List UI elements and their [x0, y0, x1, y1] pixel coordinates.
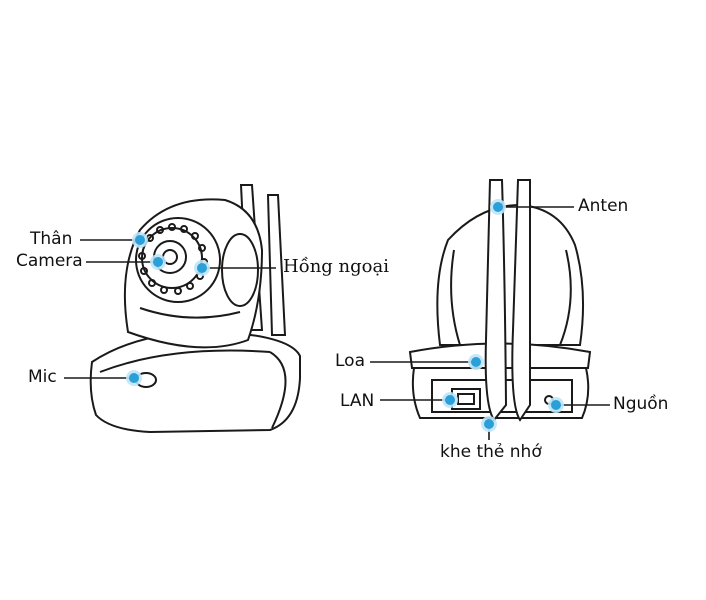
label-nguon: Nguồn	[613, 394, 669, 414]
marker-than	[135, 235, 145, 245]
marker-loa	[471, 357, 481, 367]
front-side-disc	[221, 233, 259, 307]
back-head-left-panel	[450, 249, 461, 346]
back-head-right-panel	[559, 249, 572, 346]
marker-mic	[129, 373, 139, 383]
label-than: Thân	[30, 229, 73, 249]
label-mic: Mic	[28, 367, 57, 387]
marker-anten	[493, 202, 503, 212]
label-hong-ngoai: Hồng ngoại	[283, 256, 389, 277]
front-base-rim	[99, 349, 271, 373]
marker-hong-ngoai	[197, 263, 207, 273]
markers	[126, 199, 564, 432]
front-head-line	[139, 307, 241, 319]
back-antenna-2	[511, 179, 532, 422]
back-lan-port-inner	[457, 393, 475, 405]
back-camera-drawing	[408, 179, 592, 422]
marker-khe-the-nho	[484, 419, 494, 429]
marker-lan	[445, 395, 455, 405]
leader-lines	[64, 206, 610, 440]
front-antenna-2	[266, 194, 287, 336]
front-camera-drawing	[89, 184, 301, 434]
label-khe-the-nho: khe thẻ nhớ	[440, 442, 542, 462]
marker-nguon	[551, 400, 561, 410]
label-camera: Camera	[16, 251, 83, 271]
back-antenna-1	[484, 179, 508, 422]
front-base-side	[269, 351, 287, 429]
label-loa: Loa	[335, 351, 365, 371]
back-head	[436, 203, 585, 346]
label-lan: LAN	[340, 391, 375, 411]
marker-camera	[153, 257, 163, 267]
label-anten: Anten	[578, 196, 629, 216]
